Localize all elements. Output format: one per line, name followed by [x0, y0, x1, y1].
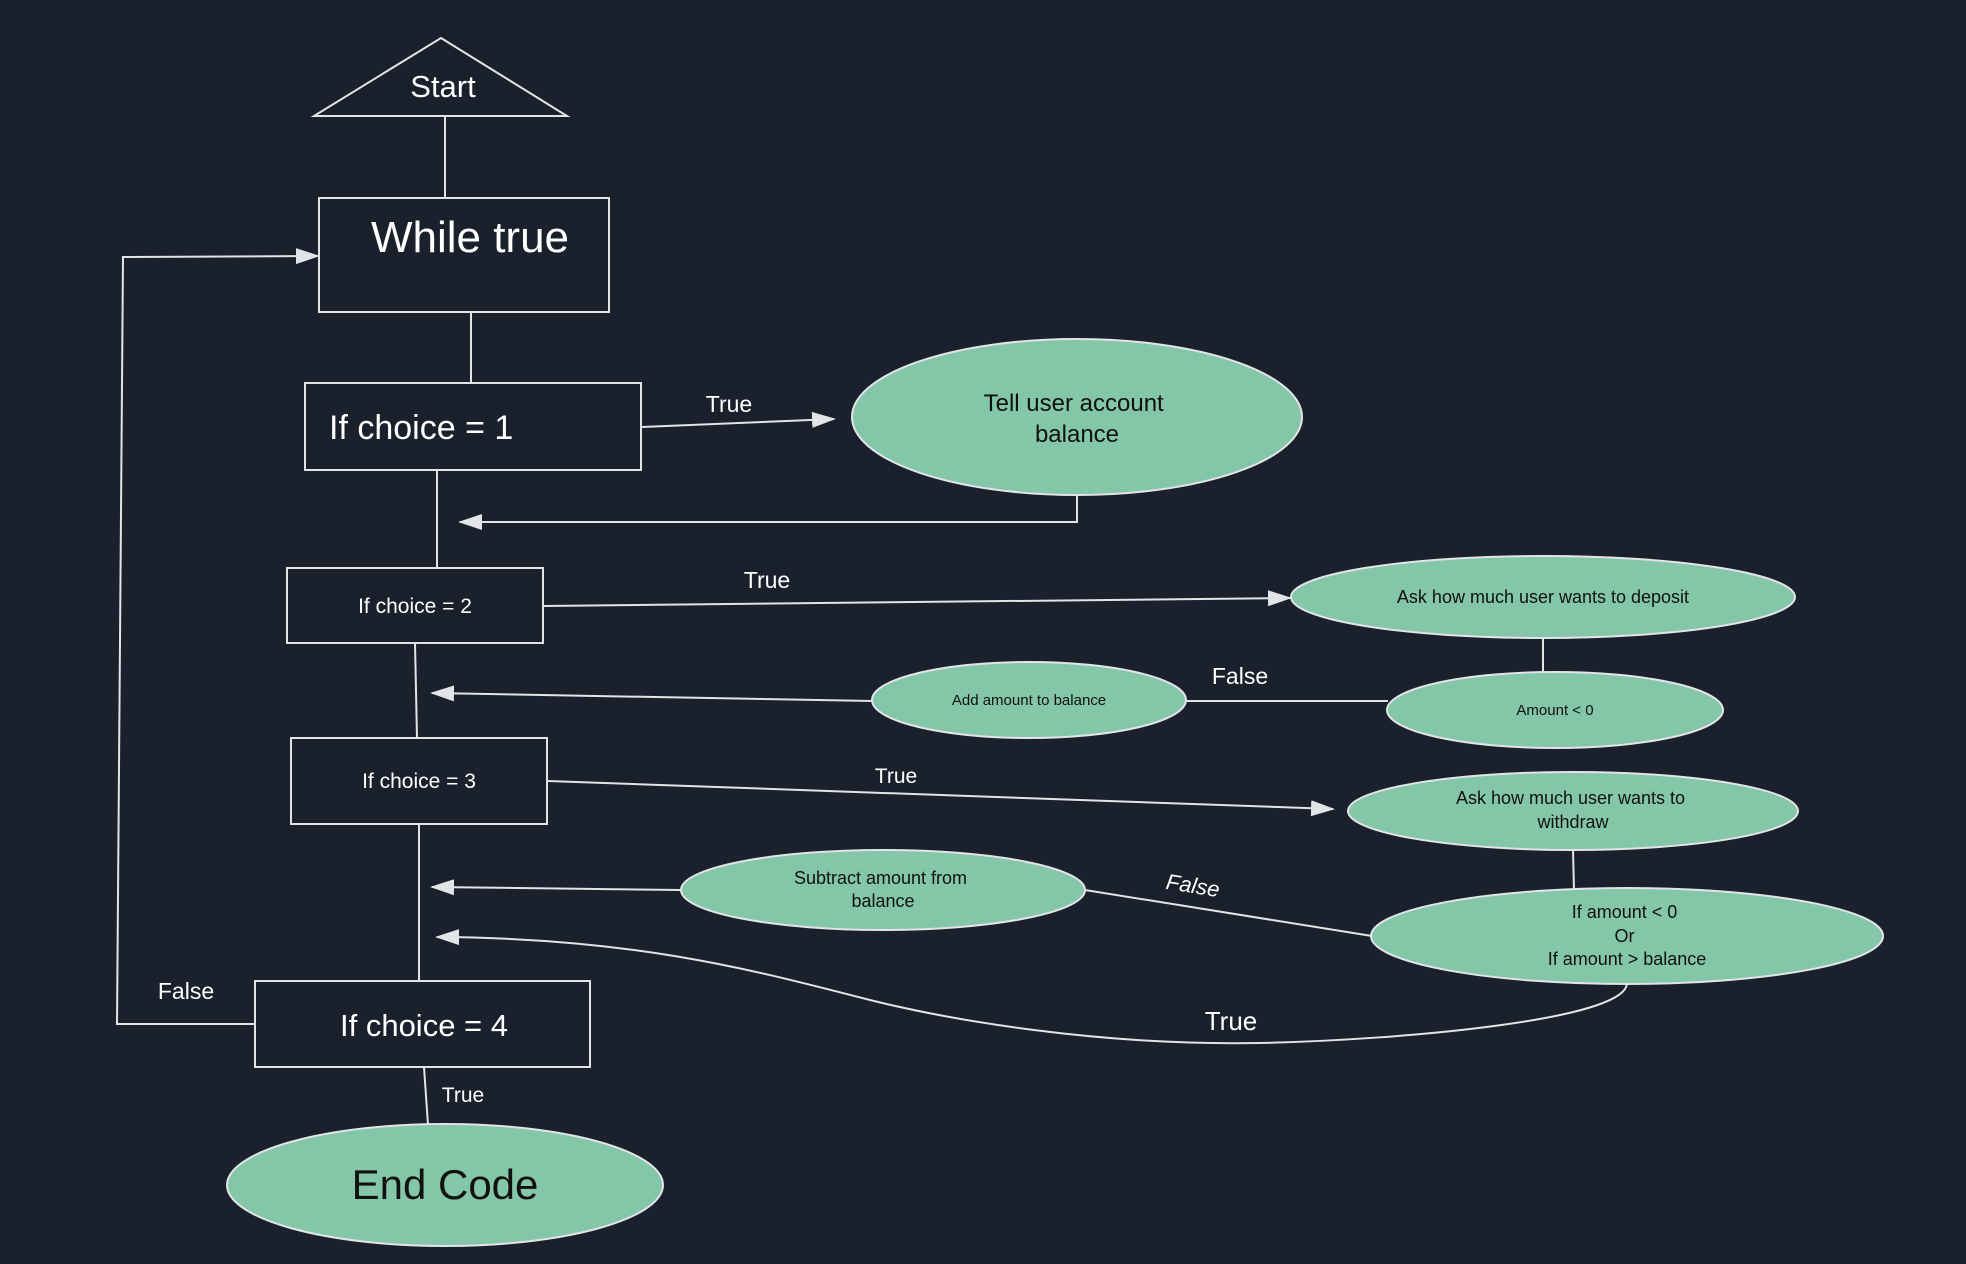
label-deposit-false: False: [1212, 663, 1268, 689]
if-choice-3-node: If choice = 3: [290, 737, 548, 825]
edge-tell-balance-return: [458, 495, 1078, 530]
end-code-ellipse: [226, 1123, 664, 1247]
label-choice4-true: True: [442, 1084, 484, 1107]
withdraw-check-label: If amount < 0 Or If amount > balance: [1548, 902, 1707, 969]
ask-withdraw-line-2: withdraw: [1536, 812, 1609, 832]
withdraw-check-line-3: If amount > balance: [1548, 949, 1707, 969]
edge-ask-withdraw-to-withdraw-check: [1572, 849, 1575, 891]
add-to-balance-ellipse: [871, 661, 1187, 739]
ask-deposit-ellipse: [1290, 555, 1796, 639]
start-label: Start: [410, 69, 476, 104]
if-choice-3-box: [290, 737, 548, 825]
amount-check-label: Amount < 0: [1516, 702, 1593, 719]
subtract-label: Subtract amount from balance: [794, 868, 972, 911]
if-choice-2-box: [286, 567, 544, 644]
if-choice-4-node: If choice = 4: [254, 980, 591, 1068]
while-true-label: While true: [371, 213, 569, 262]
label-choice1-true: True: [706, 391, 752, 417]
start-triangle: [310, 36, 571, 117]
ask-deposit-label: Ask how much user wants to deposit: [1397, 587, 1689, 607]
label-choice3-true: True: [875, 765, 917, 788]
edge-choice4-false-loop: [115, 248, 320, 1025]
add-to-balance-node: Add amount to balance: [871, 661, 1187, 739]
start-node: Start: [310, 36, 571, 117]
amount-check-node: Amount < 0: [1386, 671, 1724, 749]
end-code-label: End Code: [352, 1161, 539, 1208]
amount-check-ellipse: [1386, 671, 1724, 749]
ask-withdraw-node: Ask how much user wants to withdraw: [1347, 771, 1799, 851]
tell-balance-node: Tell user account balance: [851, 338, 1303, 496]
tell-balance-line-1: Tell user account: [984, 390, 1164, 417]
if-choice-1-node: If choice = 1: [304, 382, 642, 471]
edge-choice1-to-tell-balance: [641, 411, 836, 428]
add-to-balance-label: Add amount to balance: [952, 692, 1106, 709]
if-choice-4-box: [254, 980, 591, 1068]
withdraw-check-ellipse: [1370, 887, 1884, 985]
edges: [115, 116, 1628, 1126]
withdraw-check-line-2: Or: [1614, 926, 1634, 946]
edge-subtract-return: [430, 879, 682, 896]
edge-withdraw-check-false-to-subtract: [1084, 889, 1373, 937]
tell-balance-line-2: balance: [1035, 421, 1119, 448]
subtract-line-1: Subtract amount from: [794, 868, 967, 888]
while-true-node: While true: [318, 197, 610, 313]
edge-choice4-to-end: [423, 1066, 429, 1126]
label-withdraw-true: True: [1205, 1006, 1258, 1036]
edge-withdraw-check-true-return: [435, 929, 1628, 1045]
if-choice-1-box: [304, 382, 642, 471]
edge-add-return: [430, 685, 874, 702]
if-choice-3-label: If choice = 3: [362, 770, 476, 793]
if-choice-2-node: If choice = 2: [286, 567, 544, 644]
ask-withdraw-line-1: Ask how much user wants to: [1456, 788, 1685, 808]
ask-deposit-node: Ask how much user wants to deposit: [1290, 555, 1796, 639]
end-code-node: End Code: [226, 1123, 664, 1247]
label-choice4-false: False: [158, 978, 214, 1004]
withdraw-check-node: If amount < 0 Or If amount > balance: [1370, 887, 1884, 985]
label-choice2-true: True: [744, 567, 790, 593]
subtract-ellipse: [680, 849, 1086, 931]
withdraw-check-line-1: If amount < 0: [1572, 902, 1678, 922]
if-choice-2-label: If choice = 2: [358, 595, 472, 618]
subtract-node: Subtract amount from balance: [680, 849, 1086, 931]
edge-choice2-to-choice3: [414, 642, 418, 739]
edge-labels: True True False True False True False Tr…: [158, 391, 1268, 1107]
while-true-box: [318, 197, 610, 313]
edge-choice3-to-ask-withdraw: [547, 780, 1335, 817]
edge-choice2-to-ask-deposit: [543, 590, 1292, 607]
tell-balance-ellipse: [851, 338, 1303, 496]
label-withdraw-false: False: [1164, 869, 1221, 902]
subtract-line-2: balance: [851, 891, 914, 911]
if-choice-1-label: If choice = 1: [329, 409, 513, 447]
ask-withdraw-ellipse: [1347, 771, 1799, 851]
tell-balance-label: Tell user account balance: [984, 390, 1171, 448]
ask-withdraw-label: Ask how much user wants to withdraw: [1456, 788, 1690, 832]
if-choice-4-label: If choice = 4: [340, 1008, 508, 1043]
